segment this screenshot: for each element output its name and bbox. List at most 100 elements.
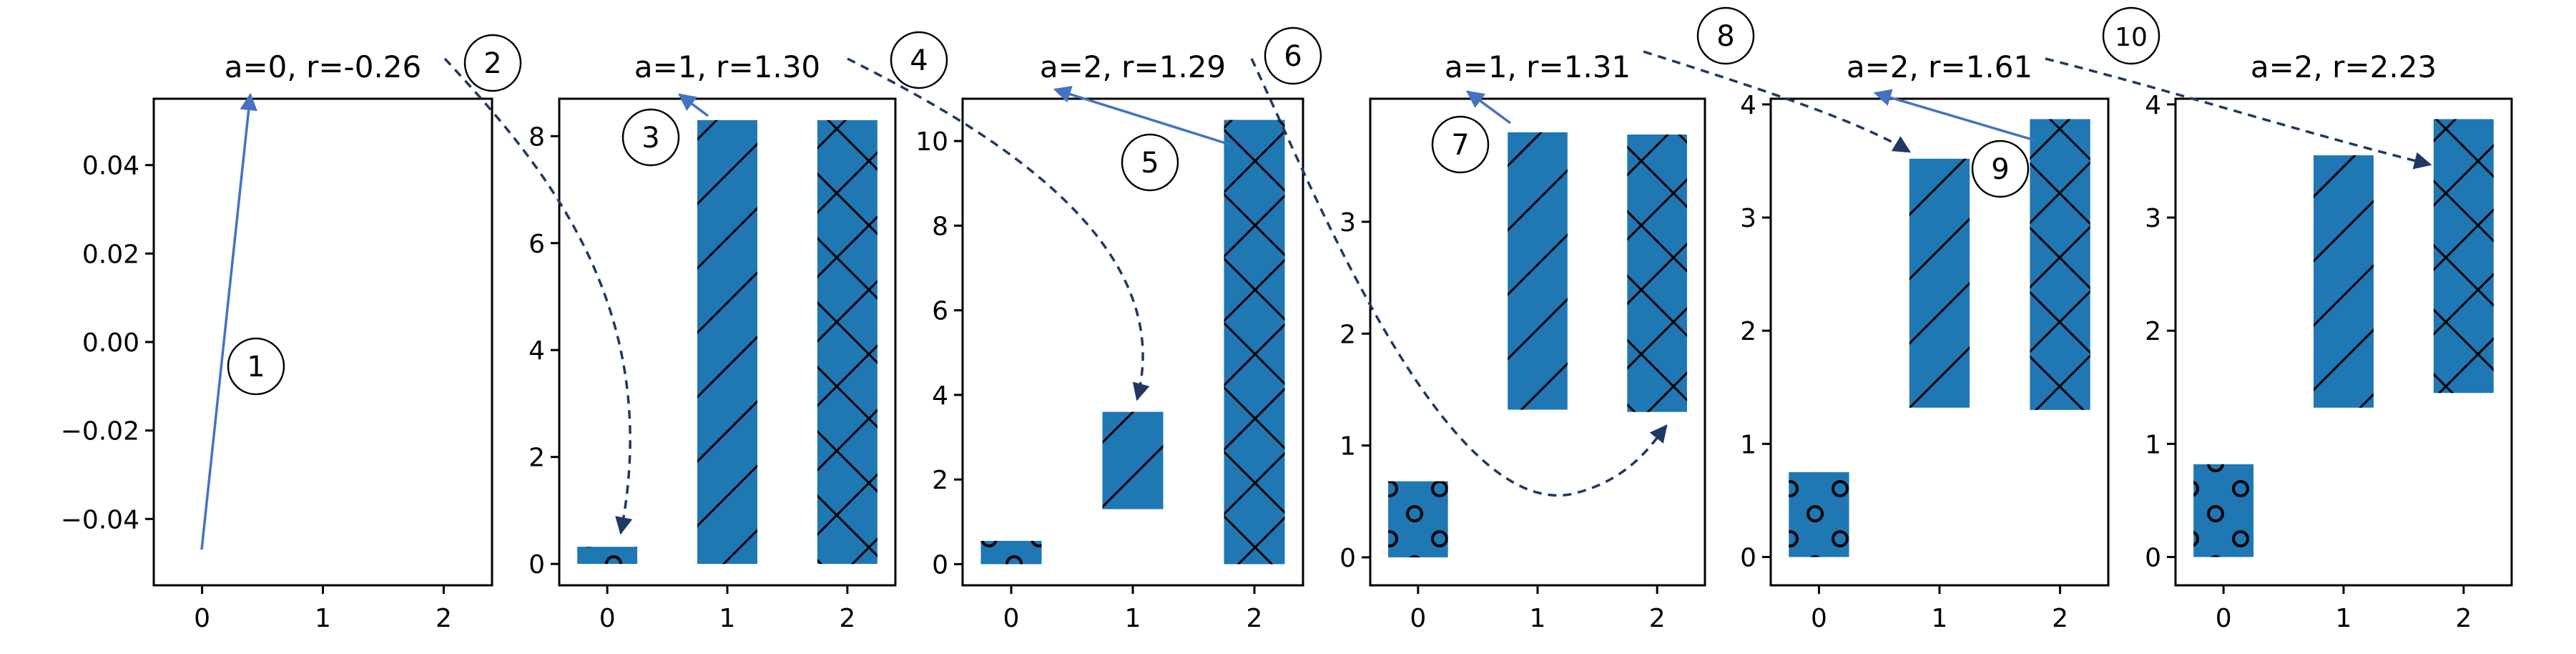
x-tick-label: 2 — [436, 604, 452, 633]
bar-hatch-1 — [1102, 411, 1164, 509]
y-tick-label: 6 — [932, 297, 948, 326]
y-tick-label: 1 — [1740, 430, 1756, 459]
y-tick-label: 2 — [932, 466, 948, 495]
bar-hatch-1 — [2314, 155, 2374, 408]
step-marker-label: 4 — [910, 44, 928, 77]
x-tick-label: 0 — [2216, 604, 2232, 633]
x-tick-label: 2 — [1247, 604, 1263, 633]
bar-hatch-0 — [577, 547, 638, 565]
x-tick-label: 1 — [1125, 604, 1141, 633]
y-tick-label: 3 — [1339, 208, 1356, 238]
arrow-dashed-4 — [847, 57, 1150, 401]
y-tick-label: 0.00 — [82, 328, 139, 358]
bar-hatch-0 — [980, 540, 1042, 565]
y-tick-label: 0 — [1740, 543, 1756, 572]
subplot-title: a=1, r=1.30 — [634, 49, 820, 84]
step-marker-5: 5 — [1121, 133, 1179, 192]
subplot-title: a=2, r=1.29 — [1040, 49, 1226, 84]
y-tick-label: 8 — [529, 122, 545, 152]
subplot-title: a=2, r=1.61 — [1847, 49, 2032, 84]
y-tick-label: 0 — [529, 550, 545, 580]
y-tick-label: 3 — [2145, 204, 2161, 233]
y-tick-label: 0 — [1339, 544, 1356, 573]
y-tick-label: 1 — [1339, 432, 1356, 462]
arrow-solid-1 — [200, 92, 257, 550]
arrow-solid-7 — [1466, 90, 1512, 125]
subplot-title: a=2, r=2.23 — [2251, 49, 2437, 84]
x-tick-label: 2 — [2455, 604, 2472, 633]
subplot-6: 0 1 2 0 1 2 3 4 a=2, r=2.23 — [2145, 49, 2513, 633]
arrow-solid-5 — [1053, 85, 1231, 146]
y-tick-label: 0.02 — [82, 240, 139, 269]
y-tick-label: 0 — [932, 550, 948, 580]
x-tick-label: 2 — [1649, 604, 1666, 633]
step-marker-label: 9 — [1991, 153, 2009, 186]
step-marker-10: 10 — [2102, 6, 2160, 65]
step-marker-4: 4 — [890, 31, 948, 89]
step-marker-label: 6 — [1284, 40, 1302, 73]
bar-hatch-2 — [1224, 119, 1285, 565]
step-marker-label: 5 — [1141, 147, 1159, 180]
x-tick-label: 1 — [315, 604, 331, 633]
bar-hatch-2 — [1627, 135, 1687, 412]
step-marker-3: 3 — [621, 108, 680, 167]
annotations-layer: 1 2 3 4 5 6 7 8 9 10 — [200, 6, 2432, 550]
x-tick-label: 1 — [719, 604, 736, 633]
subplot-2: 0 1 2 0 2 4 6 8 a=1, r=1.30 — [529, 49, 897, 633]
step-marker-7: 7 — [1431, 115, 1490, 174]
arrow-solid-9 — [1873, 89, 2035, 142]
y-tick-label: 0 — [2145, 543, 2161, 572]
y-tick-label: 3 — [1740, 204, 1756, 233]
bar-hatch-0 — [1789, 472, 1849, 557]
arrow-dashed-8 — [1643, 50, 1912, 153]
x-tick-label: 0 — [1811, 604, 1827, 633]
y-tick-label: 4 — [529, 336, 545, 366]
step-marker-label: 10 — [2115, 23, 2148, 52]
step-marker-2: 2 — [463, 34, 522, 92]
y-tick-label: 1 — [2145, 430, 2161, 459]
y-tick-label: −0.04 — [61, 505, 139, 535]
x-tick-label: 0 — [1003, 604, 1020, 633]
bar-hatch-2 — [2030, 119, 2090, 410]
step-marker-label: 2 — [483, 47, 501, 80]
bar-hatch-0 — [2193, 464, 2254, 557]
subplot-title: a=0, r=-0.26 — [225, 49, 421, 84]
y-tick-label: 2 — [1339, 320, 1356, 349]
step-marker-6: 6 — [1264, 26, 1322, 85]
x-tick-label: 1 — [1932, 604, 1948, 633]
arrow-solid-3 — [678, 93, 709, 117]
arrow-dashed-6 — [1250, 58, 1668, 497]
y-tick-label: 4 — [1740, 91, 1756, 120]
y-tick-label: 2 — [2145, 317, 2161, 346]
step-marker-8: 8 — [1696, 6, 1755, 65]
y-tick-label: 4 — [932, 381, 948, 411]
step-marker-9: 9 — [1971, 140, 2030, 198]
y-tick-label: 10 — [915, 127, 948, 157]
subplot-title: a=1, r=1.31 — [1445, 49, 1631, 84]
y-tick-label: −0.02 — [61, 417, 139, 446]
y-tick-label: 6 — [529, 230, 545, 259]
x-tick-label: 2 — [839, 604, 855, 633]
y-tick-label: 2 — [1740, 317, 1756, 346]
y-tick-label: 4 — [2145, 91, 2161, 120]
x-tick-label: 0 — [599, 604, 616, 633]
bar-hatch-2 — [2433, 119, 2494, 394]
bar-hatch-1 — [1909, 158, 1970, 408]
arrow-dashed-10 — [2045, 57, 2432, 170]
y-tick-label: 2 — [529, 444, 545, 473]
x-tick-label: 1 — [2336, 604, 2352, 633]
bar-hatch-1 — [697, 119, 757, 565]
step-marker-label: 7 — [1451, 129, 1469, 162]
bar-hatch-2 — [817, 119, 877, 565]
bar-hatch-1 — [1508, 132, 1568, 410]
x-tick-label: 1 — [1530, 604, 1546, 633]
step-marker-label: 3 — [641, 122, 659, 155]
step-marker-label: 8 — [1716, 20, 1734, 53]
